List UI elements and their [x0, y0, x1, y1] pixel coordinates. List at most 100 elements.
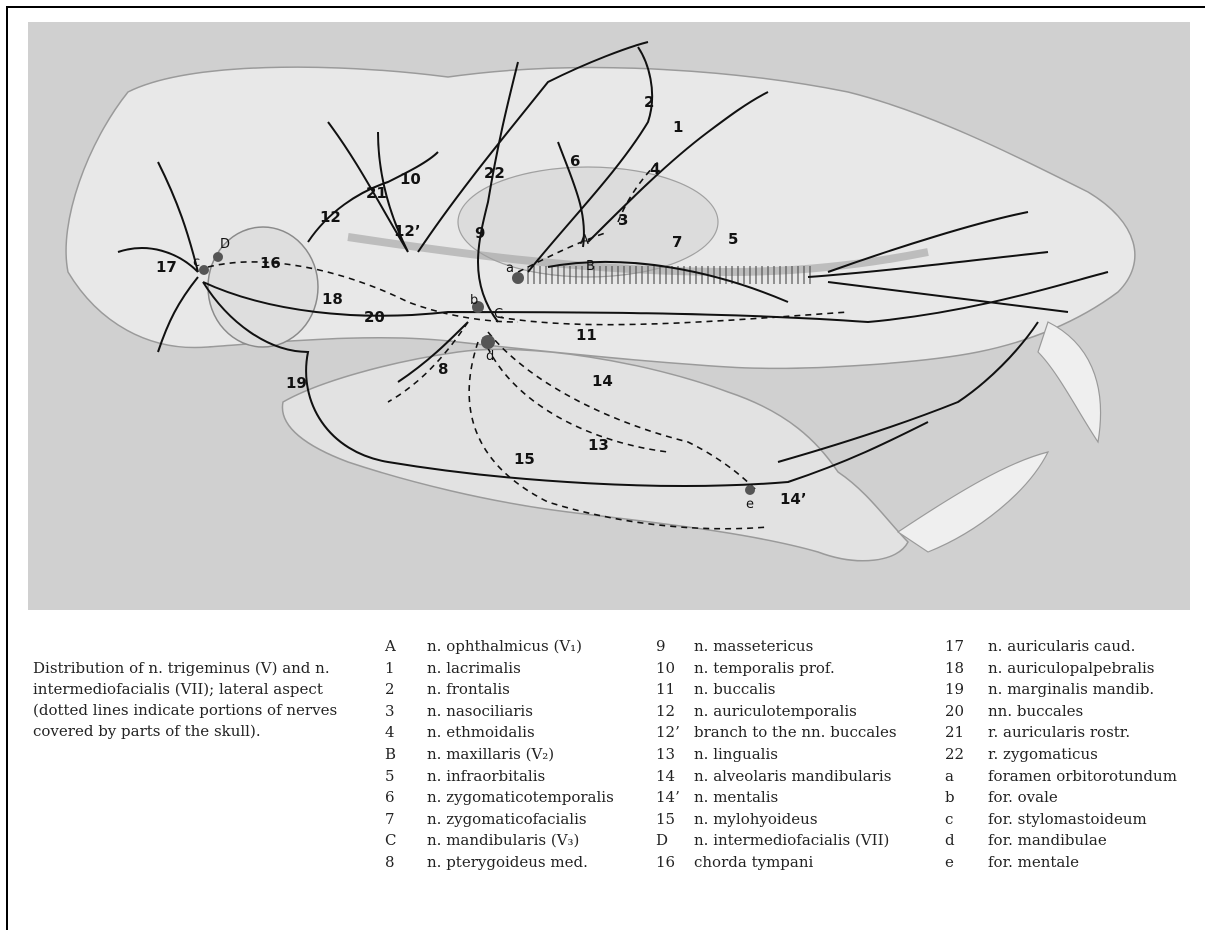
- label-21: 21: [366, 184, 387, 202]
- legend-text: branch to the nn. buccales: [694, 723, 897, 741]
- legend-key: B: [385, 745, 396, 763]
- label-C: C: [494, 307, 503, 322]
- label-B: B: [586, 259, 595, 274]
- legend-text: n. temporalis prof.: [694, 659, 835, 677]
- legend-key: 3: [385, 702, 395, 720]
- legend-key: 4: [385, 723, 395, 741]
- label-a: a: [506, 261, 514, 276]
- incisor-lower: [898, 452, 1048, 552]
- legend-key: 20: [945, 702, 964, 720]
- legend-text: n. lacrimalis: [427, 659, 521, 677]
- legend-text: chorda tympani: [694, 853, 813, 871]
- legend-text: n. mentalis: [694, 788, 778, 806]
- label-14: 14: [592, 372, 613, 390]
- legend-text: n. frontalis: [427, 680, 510, 698]
- legend-text: n. buccalis: [694, 680, 776, 698]
- label-9: 9: [475, 224, 485, 242]
- legend-key: c: [945, 810, 953, 828]
- legend-text: n. mylohyoideus: [694, 810, 818, 828]
- legend-key: 14’: [656, 788, 680, 806]
- label-3: 3: [618, 211, 628, 229]
- legend-text: n. lingualis: [694, 745, 778, 763]
- label-6: 6: [570, 152, 580, 170]
- label-e: e: [746, 497, 754, 512]
- label-18: 18: [322, 290, 343, 308]
- legend-key: 21: [945, 723, 964, 741]
- legend-key: 19: [945, 680, 964, 698]
- label-4: 4: [650, 160, 660, 178]
- label-12: 12: [320, 208, 341, 226]
- legend-text: n. maxillaris (V₂): [427, 745, 554, 763]
- label-2: 2: [644, 93, 654, 111]
- label-20: 20: [364, 308, 385, 326]
- label-19: 19: [286, 374, 307, 392]
- incisor-upper: [1038, 322, 1101, 442]
- skull-diagram: 1 2 3 4 5 6 7 8 9 10 11 12 12’ 13 14 14’…: [28, 22, 1190, 610]
- legend-key: 12’: [656, 723, 680, 741]
- legend-text: n. nasociliaris: [427, 702, 533, 720]
- label-15: 15: [514, 450, 535, 468]
- legend-key: 16: [656, 853, 675, 871]
- label-12p: 12’: [394, 222, 421, 240]
- label-16: 16: [260, 254, 281, 272]
- legend-key: 11: [656, 680, 675, 698]
- legend-text: foramen orbitorotundum: [988, 767, 1177, 785]
- foramen-D: [213, 252, 223, 262]
- label-D: D: [220, 237, 230, 252]
- legend-text: nn. buccales: [988, 702, 1083, 720]
- legend-key: 22: [945, 745, 964, 763]
- label-14p: 14’: [780, 490, 807, 508]
- skull-nerve-illustration: 1 2 3 4 5 6 7 8 9 10 11 12 12’ 13 14 14’…: [28, 22, 1190, 610]
- legend-key: 7: [385, 810, 395, 828]
- legend-text: n. alveolaris mandibularis: [694, 767, 891, 785]
- foramen-c: [199, 265, 209, 275]
- label-A: A: [580, 233, 589, 248]
- legend-text: n. ethmoidalis: [427, 723, 535, 741]
- legend-text: n. zygomaticotemporalis: [427, 788, 614, 806]
- legend-key: b: [945, 788, 955, 806]
- legend-key: C: [385, 831, 396, 849]
- legend-text: n. infraorbitalis: [427, 767, 545, 785]
- legend-key: d: [945, 831, 955, 849]
- figure-caption: Distribution of n. trigeminus (V) and n.…: [33, 658, 353, 742]
- label-10: 10: [400, 170, 421, 188]
- legend-key: 2: [385, 680, 395, 698]
- legend-text: r. zygomaticus: [988, 745, 1098, 763]
- foramen-e: [745, 485, 755, 495]
- label-17: 17: [156, 258, 177, 276]
- label-11: 11: [576, 326, 597, 344]
- legend-key: 1: [385, 659, 395, 677]
- legend-text: n. auricularis caud.: [988, 637, 1135, 655]
- legend-text: n. auriculotemporalis: [694, 702, 857, 720]
- label-c: c: [193, 255, 200, 270]
- legend-key: a: [945, 767, 954, 785]
- legend-text: for. mandibulae: [988, 831, 1107, 849]
- legend-text: for. stylomastoideum: [988, 810, 1147, 828]
- legend-key: 10: [656, 659, 675, 677]
- label-22: 22: [484, 164, 505, 182]
- legend-key: A: [385, 637, 396, 655]
- legend-text: n. pterygoideus med.: [427, 853, 588, 871]
- legend-key: 9: [656, 637, 666, 655]
- legend-text: n. intermediofacialis (VII): [694, 831, 889, 849]
- legend-key: D: [656, 831, 668, 849]
- label-d: d: [486, 349, 494, 364]
- legend-key: e: [945, 853, 954, 871]
- legend-text: n. massetericus: [694, 637, 813, 655]
- legend-text: for. ovale: [988, 788, 1058, 806]
- legend-key: 15: [656, 810, 675, 828]
- label-7: 7: [672, 233, 682, 251]
- label-b: b: [470, 293, 478, 308]
- legend-key: 17: [945, 637, 964, 655]
- legend-text: n. auriculopalpebralis: [988, 659, 1155, 677]
- label-8: 8: [438, 360, 448, 378]
- label-13: 13: [588, 436, 609, 454]
- legend-key: 12: [656, 702, 675, 720]
- legend-text: n. zygomaticofacialis: [427, 810, 587, 828]
- legend-text: r. auricularis rostr.: [988, 723, 1130, 741]
- label-5: 5: [728, 230, 738, 248]
- legend-text: for. mentale: [988, 853, 1079, 871]
- label-1: 1: [673, 118, 683, 136]
- legend-key: 18: [945, 659, 964, 677]
- legend-text: n. ophthalmicus (V₁): [427, 637, 582, 655]
